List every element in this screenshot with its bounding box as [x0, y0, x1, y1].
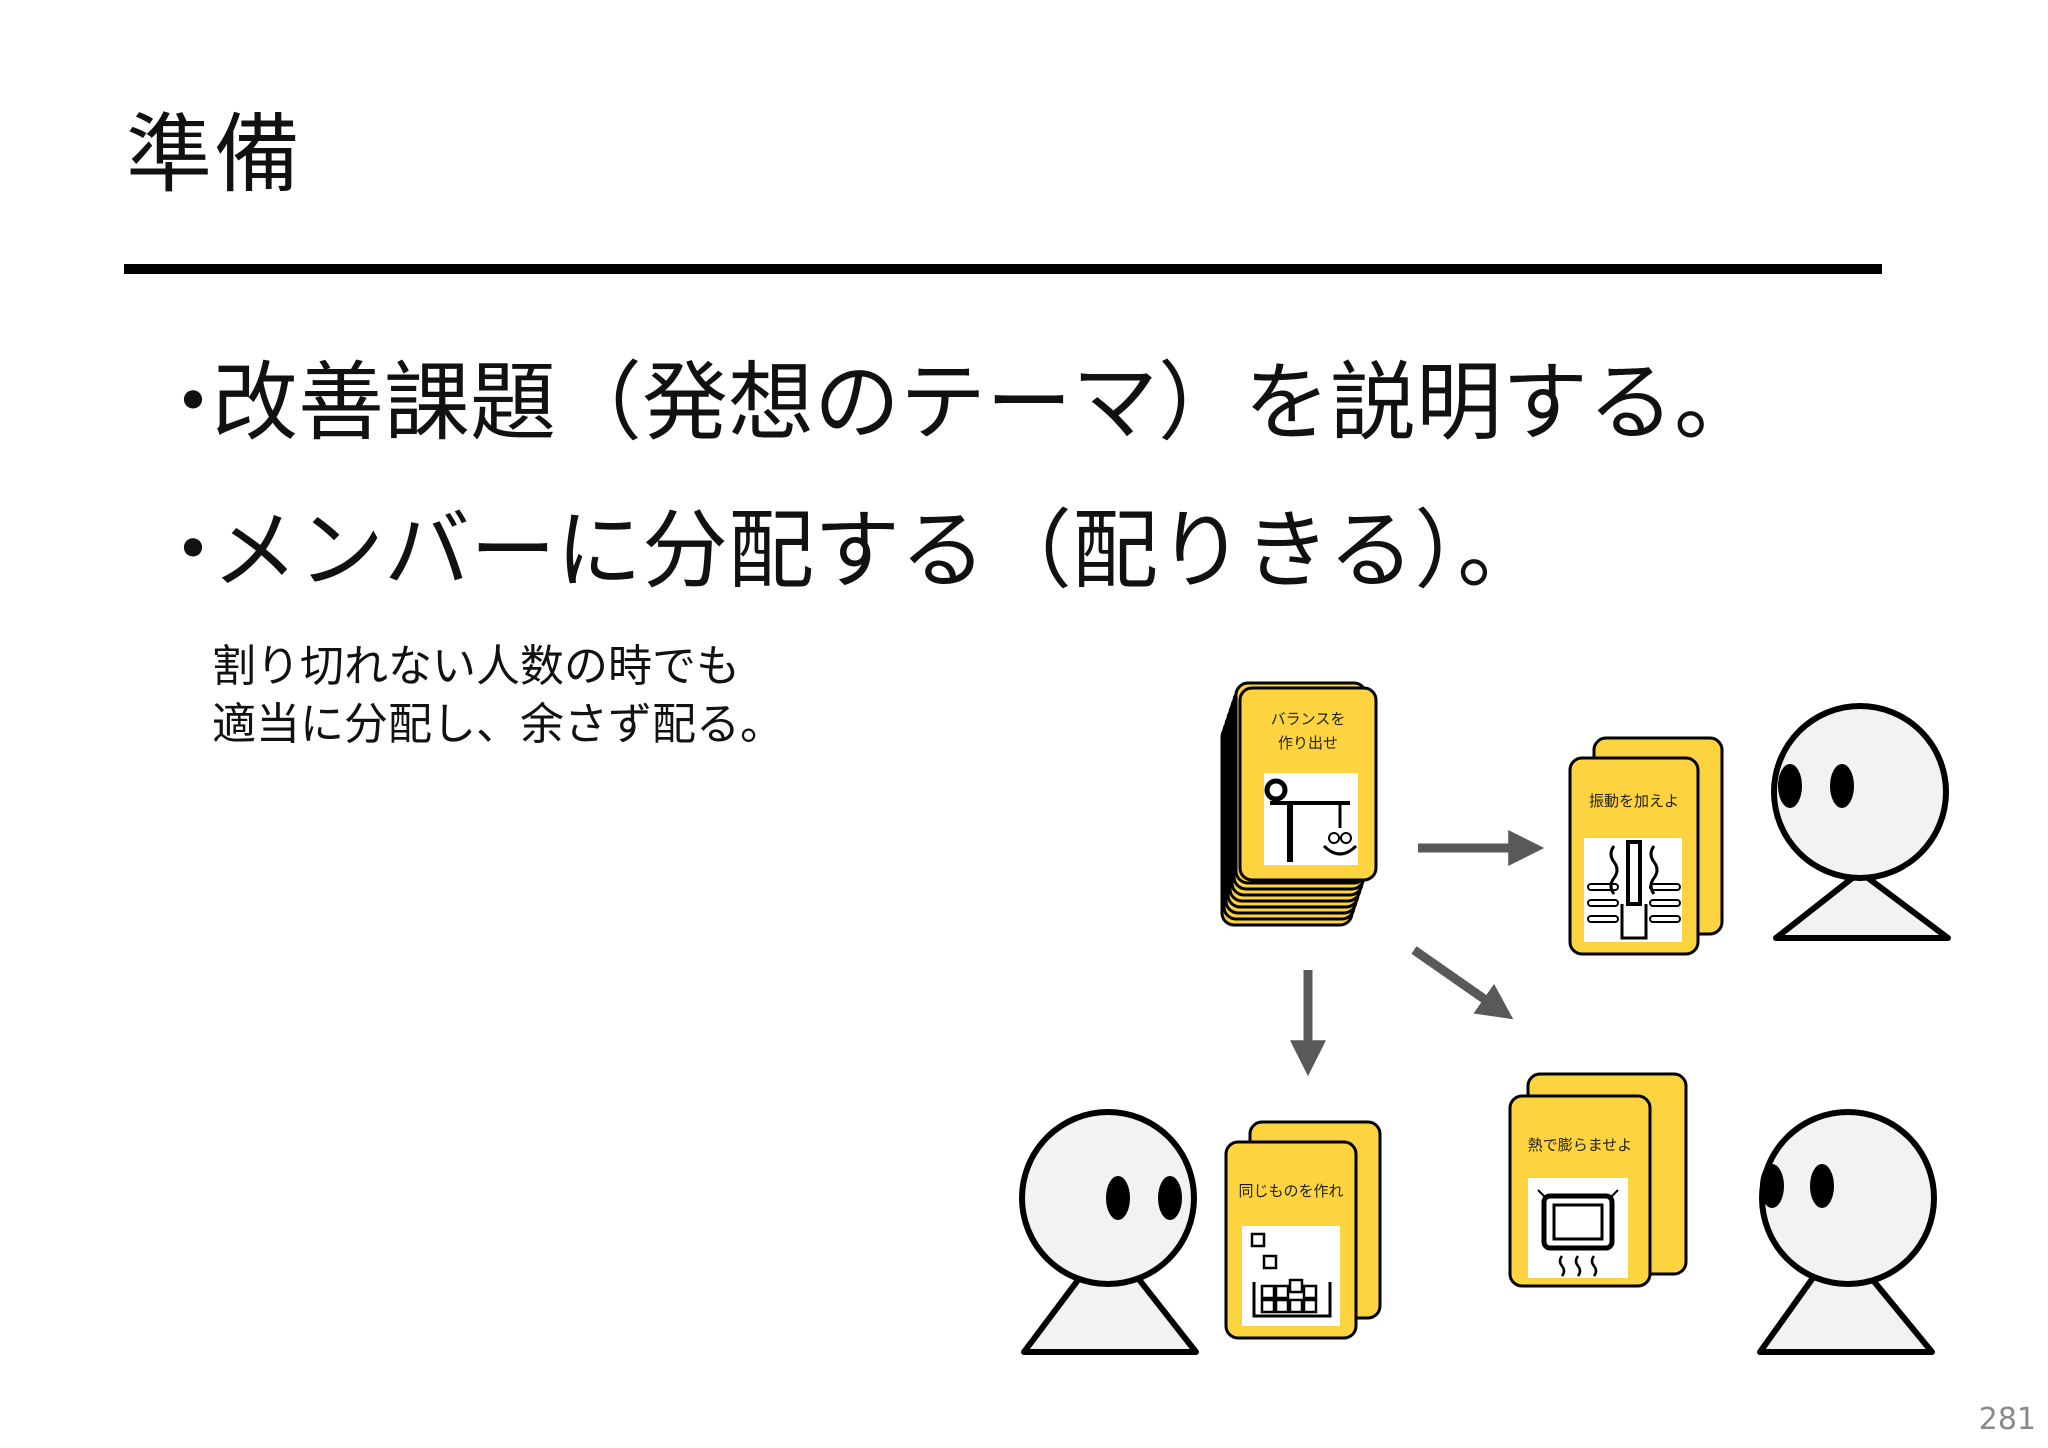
card-label: 熱で膨らませよ — [1528, 1136, 1633, 1154]
card-label: 振動を加えよ — [1589, 792, 1679, 810]
stack-icon — [1242, 1226, 1340, 1326]
card-hand-bottom-middle: 熱で膨らませよ — [1508, 1072, 1688, 1288]
bullet-item: ・メンバーに分配する（配りきる）。 — [150, 508, 1543, 594]
bullet-item: ・改善課題（発想のテーマ）を説明する。 — [150, 360, 1760, 446]
page-number: 281 — [1978, 1402, 2036, 1437]
card-label: 同じものを作れ — [1238, 1182, 1343, 1200]
person-icon — [1771, 703, 1951, 941]
slide-title: 準備 — [126, 105, 302, 205]
heat-icon — [1528, 1178, 1628, 1278]
arrow-diagonal-icon — [1411, 946, 1514, 1020]
balance-icon — [1264, 773, 1358, 865]
vibration-icon — [1584, 838, 1682, 942]
note-text: 割り切れない人数の時でも 適当に分配し、余さず配る。 — [212, 638, 784, 754]
deck-card-line1: バランスを — [1271, 710, 1346, 728]
person-icon — [1757, 1109, 1937, 1355]
bullet-text: 改善課題（発想のテーマ）を説明する。 — [212, 353, 1760, 453]
note-line: 割り切れない人数の時でも — [212, 641, 740, 692]
bullet-text: メンバーに分配する（配りきる）。 — [212, 501, 1544, 601]
note-line: 適当に分配し、余さず配る。 — [212, 699, 784, 750]
card-deck: バランスを 作り出せ — [1220, 681, 1378, 927]
title-divider — [124, 264, 1882, 274]
deck-card-line2: 作り出せ — [1278, 734, 1338, 752]
person-icon — [1019, 1109, 1199, 1355]
card-hand-top-right: 振動を加えよ — [1568, 736, 1724, 956]
card-hand-bottom-left: 同じものを作れ — [1224, 1120, 1382, 1340]
